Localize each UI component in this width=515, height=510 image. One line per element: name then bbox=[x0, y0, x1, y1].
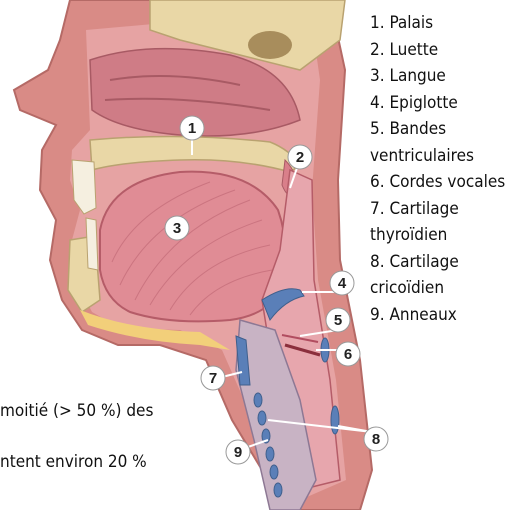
marker-3: 3 bbox=[165, 216, 189, 240]
svg-text:6: 6 bbox=[344, 346, 352, 363]
legend-item: 5. Bandes ventriculaires bbox=[370, 116, 515, 169]
marker-5: 5 bbox=[326, 308, 350, 332]
marker-9: 9 bbox=[226, 440, 250, 464]
tongue bbox=[100, 172, 286, 322]
legend-item: 3. Langue bbox=[370, 63, 515, 90]
legend-item: 6. Cordes vocales bbox=[370, 169, 515, 196]
marker-1: 1 bbox=[180, 116, 204, 140]
caption-line: ntent environ 20 % bbox=[0, 452, 147, 472]
svg-text:2: 2 bbox=[296, 149, 304, 166]
svg-text:8: 8 bbox=[372, 431, 380, 448]
marker-7: 7 bbox=[201, 366, 225, 390]
legend-item: 1. Palais bbox=[370, 10, 515, 37]
caption-line: moitié (> 50 %) des bbox=[0, 401, 153, 421]
legend-item: 7. Cartilage thyroïdien bbox=[370, 196, 515, 249]
svg-text:5: 5 bbox=[334, 312, 342, 329]
legend-item: 4. Epiglotte bbox=[370, 90, 515, 117]
svg-text:9: 9 bbox=[234, 444, 242, 461]
marker-2: 2 bbox=[288, 145, 312, 169]
svg-text:3: 3 bbox=[173, 220, 181, 237]
legend: 1. Palais 2. Luette 3. Langue 4. Epiglot… bbox=[370, 10, 515, 328]
svg-text:4: 4 bbox=[338, 275, 347, 292]
legend-item: 8. Cartilage cricoïdien bbox=[370, 249, 515, 302]
svg-text:1: 1 bbox=[188, 120, 196, 137]
marker-4: 4 bbox=[330, 271, 354, 295]
legend-item: 2. Luette bbox=[370, 37, 515, 64]
marker-6: 6 bbox=[336, 342, 360, 366]
svg-text:7: 7 bbox=[209, 370, 217, 387]
legend-item: 9. Anneaux bbox=[370, 302, 515, 329]
marker-8: 8 bbox=[364, 427, 388, 451]
